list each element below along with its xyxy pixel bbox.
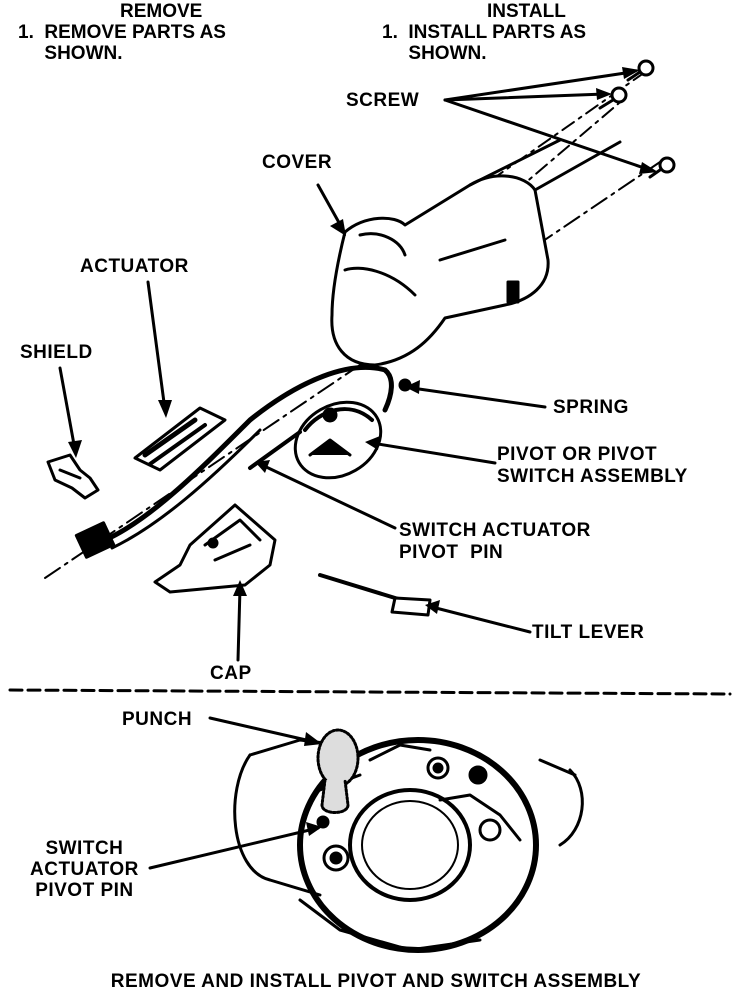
label-tilt-lever: TILT LEVER: [532, 622, 645, 643]
center-line-upper: [419, 69, 649, 231]
shield-part: [46, 453, 100, 500]
screw-3: [648, 156, 676, 179]
label-spring: SPRING: [553, 397, 629, 418]
remove-heading: REMOVE: [120, 1, 203, 22]
label-cover: COVER: [262, 152, 333, 173]
punch-tool: [316, 728, 360, 829]
pivot-switch-assembly: [293, 400, 383, 480]
label-pivot-switch: PIVOT OR PIVOT SWITCH ASSEMBLY: [497, 444, 688, 487]
section-divider: [8, 688, 732, 696]
install-heading: INSTALL: [487, 1, 566, 22]
arrowheads: [68, 67, 658, 614]
tilt-lever-part: [318, 573, 432, 617]
screw-1: [626, 59, 655, 82]
actuator-part: [133, 406, 227, 472]
remove-step: 1. REMOVE PARTS AS SHOWN.: [18, 22, 226, 64]
column-housing-detail: [233, 737, 584, 953]
cap-part: [153, 503, 277, 594]
connector: [74, 521, 116, 559]
leader-lines: [58, 70, 652, 662]
wire-harness: [102, 364, 394, 543]
label-switch-actuator-pin: SWITCH ACTUATOR PIVOT PIN: [399, 520, 591, 563]
install-step: 1. INSTALL PARTS AS SHOWN.: [382, 22, 587, 64]
cover-part: [330, 138, 622, 367]
label-screw: SCREW: [346, 90, 420, 111]
label-cap: CAP: [210, 663, 252, 684]
label-switch-actuator-pin-lower: SWITCH ACTUATOR PIVOT PIN: [30, 838, 139, 901]
label-actuator: ACTUATOR: [80, 256, 189, 277]
label-punch: PUNCH: [122, 709, 193, 730]
figure-caption: REMOVE AND INSTALL PIVOT AND SWITCH ASSE…: [110, 971, 642, 992]
screw-2: [598, 86, 628, 110]
label-shield: SHIELD: [20, 342, 93, 363]
